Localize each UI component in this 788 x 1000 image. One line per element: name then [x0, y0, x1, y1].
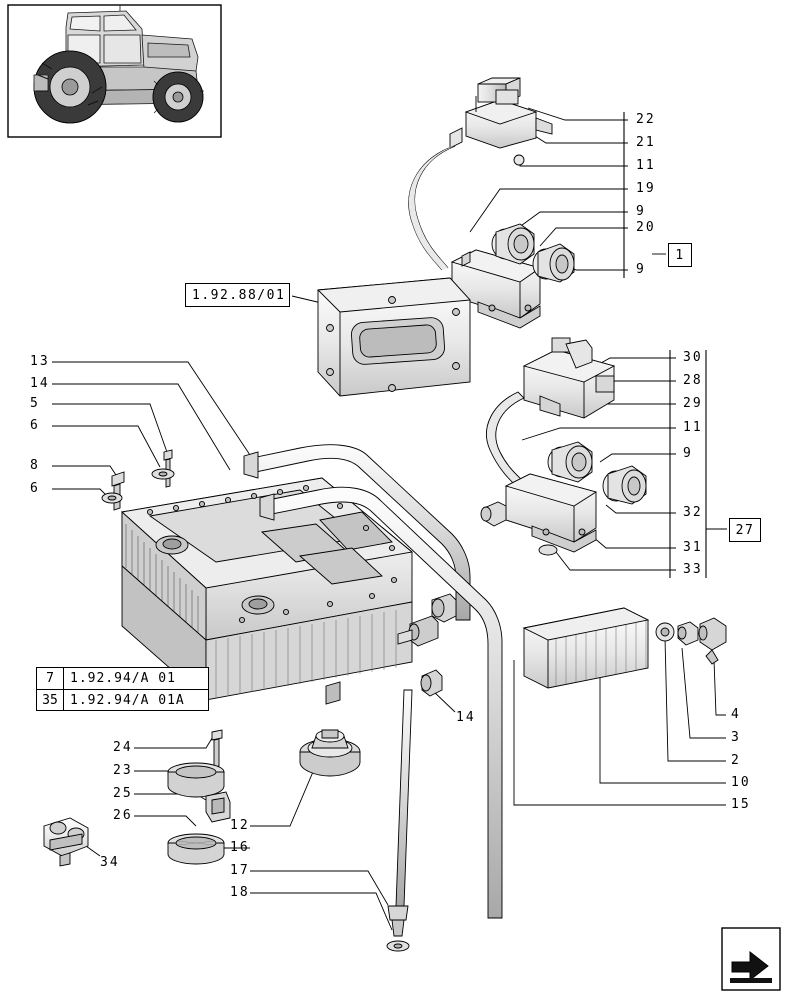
part-number-10: 10	[731, 775, 751, 790]
part-number-11-middle: 11	[683, 420, 703, 435]
table-row: 7 1.92.94/A 01	[37, 668, 208, 689]
boxed-ref-27: 27	[729, 518, 761, 542]
part-number-34: 34	[100, 855, 120, 870]
boxed-ref-1: 1	[668, 243, 692, 267]
part-number-20: 20	[636, 220, 656, 235]
part-number-24: 24	[113, 740, 133, 755]
part-number-21: 21	[636, 135, 656, 150]
part-number-9-middle: 9	[683, 446, 693, 461]
part-number-14-lower: 14	[456, 710, 476, 725]
part-number-3: 3	[731, 730, 741, 745]
part-number-5: 5	[30, 396, 40, 411]
ref-code-1-92-88-01: 1.92.88/01	[185, 283, 290, 307]
table-row: 35 1.92.94/A 01A	[37, 689, 208, 710]
part-number-14-upper: 14	[30, 376, 50, 391]
part-number-9-upper-a: 9	[636, 204, 646, 219]
part-number-29: 29	[683, 396, 703, 411]
ref-table-code: 1.92.94/A 01	[70, 671, 176, 686]
part-number-25: 25	[113, 786, 133, 801]
part-number-6-upper: 6	[30, 418, 40, 433]
part-number-19: 19	[636, 181, 656, 196]
part-number-15: 15	[731, 797, 751, 812]
part-number-33: 33	[683, 562, 703, 577]
part-number-26: 26	[113, 808, 133, 823]
ref-code-table: 7 1.92.94/A 01 35 1.92.94/A 01A	[36, 667, 209, 711]
part-number-18: 18	[230, 885, 250, 900]
part-number-17: 17	[230, 863, 250, 878]
part-number-23: 23	[113, 763, 133, 778]
part-number-31: 31	[683, 540, 703, 555]
part-number-9-upper-b: 9	[636, 262, 646, 277]
part-number-32: 32	[683, 505, 703, 520]
part-number-6-lower: 6	[30, 481, 40, 496]
ref-table-num: 35	[37, 690, 64, 710]
part-number-11-upper: 11	[636, 158, 656, 173]
part-number-12: 12	[230, 818, 250, 833]
part-number-8: 8	[30, 458, 40, 473]
part-number-13: 13	[30, 354, 50, 369]
part-number-28: 28	[683, 373, 703, 388]
part-number-2: 2	[731, 753, 741, 768]
ref-table-num: 7	[37, 668, 64, 689]
part-number-30: 30	[683, 350, 703, 365]
part-number-4: 4	[731, 707, 741, 722]
part-number-22: 22	[636, 112, 656, 127]
ref-table-code: 1.92.94/A 01A	[70, 692, 185, 708]
part-number-16: 16	[230, 840, 250, 855]
